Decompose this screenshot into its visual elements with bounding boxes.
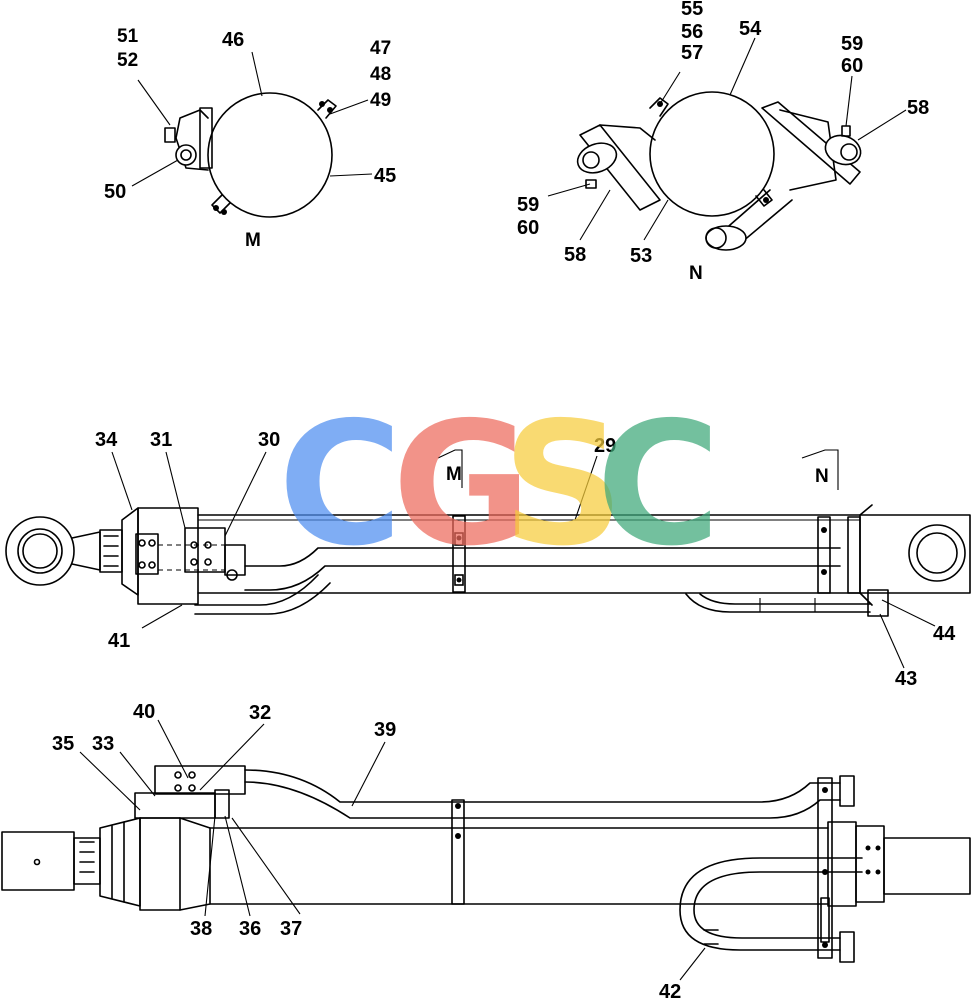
- callout-49: 49: [370, 90, 391, 111]
- callout-34: 34: [95, 429, 118, 451]
- cylinder-side-view: [1, 719, 971, 981]
- callout-41: 41: [108, 630, 130, 652]
- callout-55: 55: [681, 0, 703, 20]
- callout-43: 43: [895, 668, 917, 690]
- callout-32: 32: [249, 702, 271, 724]
- section-view-m: [131, 51, 373, 218]
- callout-38: 38: [190, 918, 212, 940]
- watermark-letter-c1: C: [278, 386, 403, 584]
- section-view-n: [547, 37, 907, 251]
- callout-35: 35: [52, 733, 74, 755]
- callout-57: 57: [681, 42, 703, 64]
- callout-31: 31: [150, 429, 172, 451]
- callout-39: 39: [374, 719, 396, 741]
- callout-58-left: 58: [564, 244, 586, 266]
- view-label-m: M: [245, 230, 261, 251]
- callout-59-right: 59: [841, 33, 863, 55]
- watermark-letter-s: S: [502, 386, 624, 584]
- watermark: C G S C: [278, 386, 721, 584]
- section-mark-m: M: [446, 464, 462, 485]
- callout-53: 53: [630, 245, 652, 267]
- section-mark-n: N: [815, 466, 829, 487]
- callout-46: 46: [222, 29, 244, 51]
- callout-52: 52: [117, 50, 138, 71]
- callout-33: 33: [92, 733, 114, 755]
- callout-36: 36: [239, 918, 261, 940]
- callout-47: 47: [370, 38, 391, 59]
- callout-54: 54: [739, 18, 762, 40]
- callout-60-left: 60: [517, 217, 539, 239]
- callout-58-right: 58: [907, 97, 929, 119]
- callout-50: 50: [104, 181, 126, 203]
- callout-60-right: 60: [841, 55, 863, 77]
- watermark-letter-g: G: [392, 386, 532, 584]
- callout-44: 44: [933, 623, 956, 645]
- callout-29: 29: [594, 435, 616, 457]
- callout-45: 45: [374, 165, 396, 187]
- callout-51: 51: [117, 26, 139, 47]
- callout-30: 30: [258, 429, 280, 451]
- callout-59-left: 59: [517, 194, 539, 216]
- callout-40: 40: [133, 701, 155, 723]
- callout-37: 37: [280, 918, 302, 940]
- callout-56: 56: [681, 21, 703, 43]
- cylinder-top-view: [5, 449, 971, 669]
- callout-42: 42: [659, 981, 681, 1000]
- callout-48: 48: [370, 64, 391, 85]
- watermark-letter-c2: C: [596, 386, 721, 584]
- view-label-n: N: [689, 263, 703, 284]
